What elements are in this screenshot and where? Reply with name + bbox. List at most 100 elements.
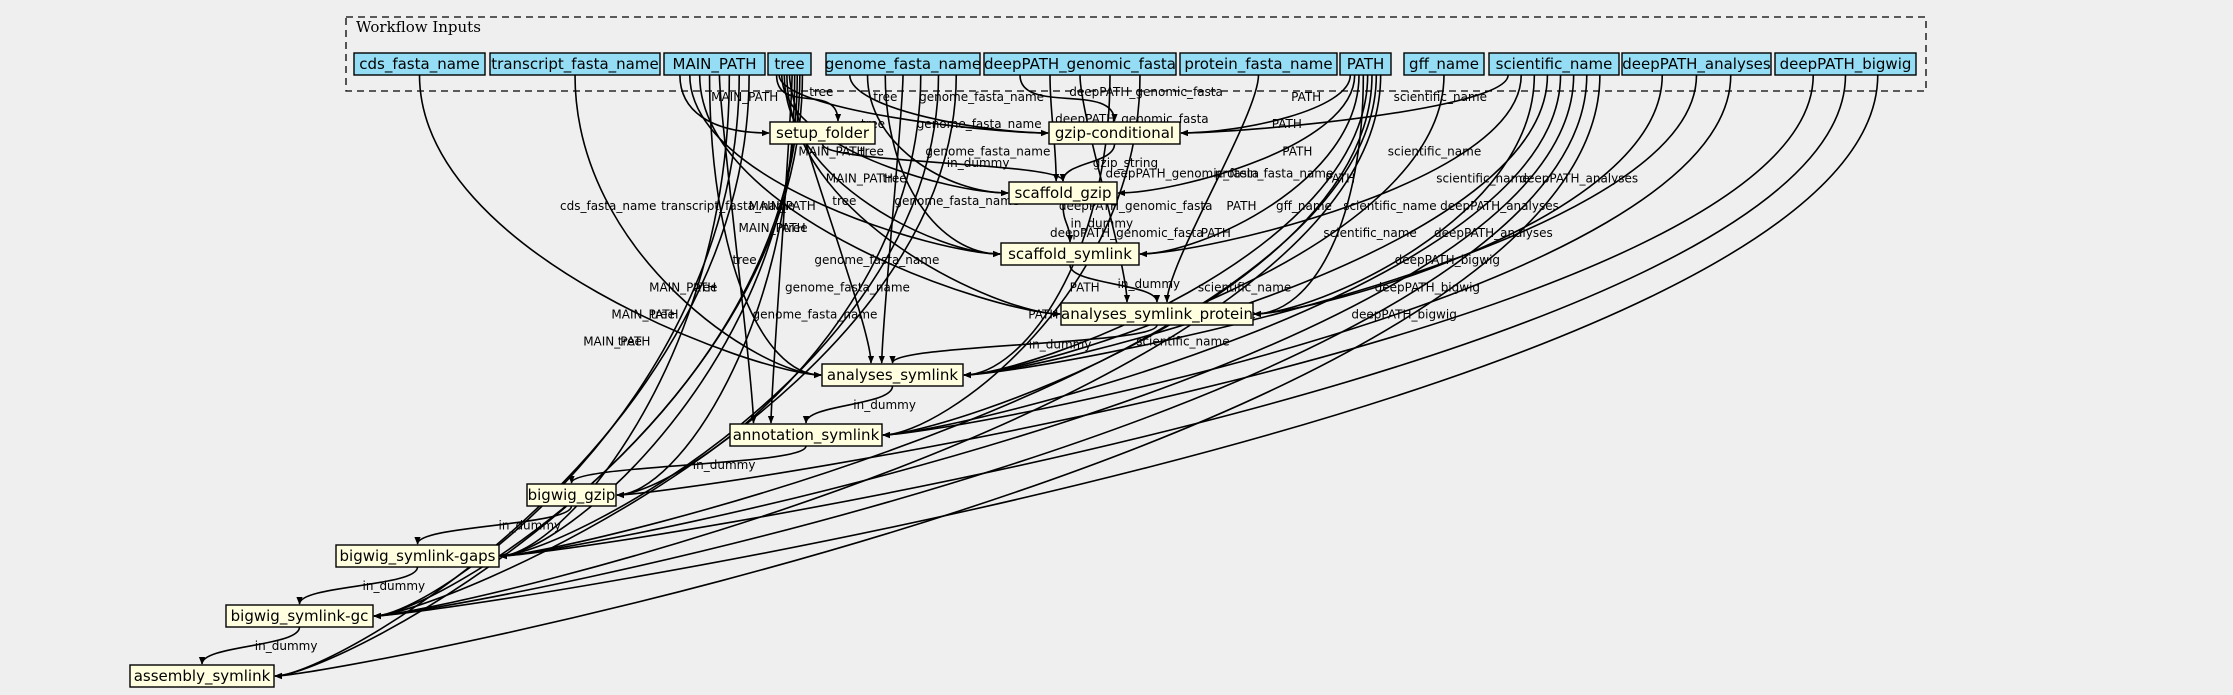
edge-dgf-to-gc [1019, 74, 1118, 122]
edges-layer [198, 74, 1879, 680]
input-node-path[interactable]: PATH [1339, 52, 1392, 76]
node-box[interactable] [526, 483, 617, 507]
node-box[interactable] [1488, 52, 1620, 76]
edge-tree-to-as [788, 74, 875, 364]
node-box[interactable] [1621, 52, 1772, 76]
node-box[interactable] [825, 52, 981, 76]
node-label: genome_fasta_name [825, 55, 981, 74]
node-box[interactable] [1060, 302, 1254, 326]
edge-label: PATH [1201, 226, 1231, 240]
edge-label: scientific_name [1198, 281, 1291, 295]
edge-label: genome_fasta_name [917, 117, 1042, 131]
node-box[interactable] [1403, 52, 1485, 76]
node-box[interactable] [767, 52, 812, 76]
node-box[interactable] [1000, 242, 1140, 266]
input-node-tree[interactable]: tree [767, 52, 812, 76]
node-box[interactable] [1179, 52, 1338, 76]
node-label: analyses_symlink [827, 366, 958, 385]
step-node-as[interactable]: analyses_symlink [821, 363, 964, 387]
node-label: bigwig_symlink-gaps [340, 547, 496, 566]
edge-mp-to-ss [688, 74, 1001, 258]
node-box[interactable] [335, 544, 500, 568]
edge-ss-to-asp [1069, 264, 1161, 303]
input-node-sn[interactable]: scientific_name [1488, 52, 1620, 76]
input-node-pfn[interactable]: protein_fasta_name [1179, 52, 1338, 76]
edge-da-to-as [963, 74, 1698, 379]
edge-path-to-ss [1139, 74, 1360, 258]
edge-asp-to-as [889, 324, 1158, 364]
node-label: scientific_name [1496, 55, 1613, 74]
edge-label: in_dummy [1118, 277, 1181, 291]
input-node-gfn[interactable]: genome_fasta_name [825, 52, 981, 76]
edge-sn-to-ans [882, 74, 1562, 439]
edge-label: genome_fasta_name [894, 194, 1019, 208]
node-box[interactable] [821, 363, 964, 387]
edge-label: deepPATH_genomic_fasta [1050, 226, 1204, 240]
edge-pfn-to-asp [1163, 74, 1260, 303]
edge-path-to-bgc [373, 74, 1382, 620]
node-box[interactable] [1774, 52, 1917, 76]
node-box[interactable] [1339, 52, 1392, 76]
node-box[interactable] [129, 664, 275, 688]
edge-mp-to-asy [274, 74, 750, 680]
node-box[interactable] [489, 52, 661, 76]
step-node-bgc[interactable]: bigwig_symlink-gc [225, 604, 374, 628]
step-node-bsg[interactable]: bigwig_symlink-gaps [335, 544, 500, 568]
edge-label: tree [693, 281, 717, 295]
edge-label: genome_fasta_name [753, 308, 878, 322]
edge-bsg-to-bgc [296, 566, 419, 605]
node-box[interactable] [769, 121, 876, 145]
input-node-tfn[interactable]: transcript_fasta_name [489, 52, 661, 76]
input-node-db[interactable]: deepPATH_bigwig [1774, 52, 1917, 76]
node-label: analyses_symlink_protein [1061, 305, 1253, 324]
input-node-mp[interactable]: MAIN_PATH [663, 52, 766, 76]
node-box[interactable] [729, 423, 883, 447]
edge-mp-to-ans [718, 74, 757, 424]
edge-label: scientific_name [1394, 90, 1487, 104]
edge-label: MAIN_PATH [826, 172, 893, 186]
edge-label: tree [809, 85, 833, 99]
edge-label: deepPATH_bigwig [1375, 281, 1480, 295]
step-node-sf[interactable]: setup_folder [769, 121, 876, 145]
input-node-dgf[interactable]: deepPATH_genomic_fasta [983, 52, 1177, 76]
node-label: annotation_symlink [733, 426, 880, 445]
step-node-asy[interactable]: assembly_symlink [129, 664, 275, 688]
node-box[interactable] [663, 52, 766, 76]
edge-label: MAIN_PATH [649, 281, 716, 295]
edge-label: in_dummy [363, 579, 426, 593]
node-box[interactable] [983, 52, 1177, 76]
edge-label: transcript_fasta_name [661, 199, 795, 213]
input-node-cds[interactable]: cds_fasta_name [353, 52, 486, 76]
edge-label: genome_fasta_name [814, 253, 939, 267]
step-node-ans[interactable]: annotation_symlink [729, 423, 883, 447]
edge-label: MAIN_PATH [749, 199, 816, 213]
node-box[interactable] [353, 52, 486, 76]
edge-label: genome_fasta_name [925, 145, 1050, 159]
edge-sn-to-asy [274, 74, 1601, 680]
edge-label: gff_name [1276, 199, 1332, 213]
node-box[interactable] [1048, 121, 1181, 145]
edge-label: tree [883, 172, 907, 186]
edge-db-to-bgc [373, 74, 1879, 620]
edge-bg-to-bsg [414, 505, 573, 545]
input-node-da[interactable]: deepPATH_analyses [1621, 52, 1772, 76]
step-node-ss[interactable]: scaffold_symlink [1000, 242, 1140, 266]
input-node-gff[interactable]: gff_name [1403, 52, 1485, 76]
edge-label: PATH [1291, 90, 1321, 104]
step-node-sg[interactable]: scaffold_gzip [1008, 181, 1118, 205]
node-box[interactable] [225, 604, 374, 628]
edge-label: deepPATH_analyses [1440, 199, 1559, 213]
node-label: scaffold_symlink [1008, 245, 1132, 264]
node-label: MAIN_PATH [673, 55, 757, 74]
edge-label: in_dummy [499, 519, 562, 533]
step-node-asp[interactable]: analyses_symlink_protein [1060, 302, 1254, 326]
step-node-gc[interactable]: gzip-conditional [1048, 121, 1181, 145]
edge-label: tree [784, 221, 808, 235]
edge-tfn-to-as [574, 74, 822, 379]
node-label: transcript_fasta_name [491, 55, 658, 74]
workflow-inputs-group-label: Workflow Inputs [356, 18, 481, 36]
node-box[interactable] [1008, 181, 1118, 205]
step-node-bg[interactable]: bigwig_gzip [526, 483, 617, 507]
